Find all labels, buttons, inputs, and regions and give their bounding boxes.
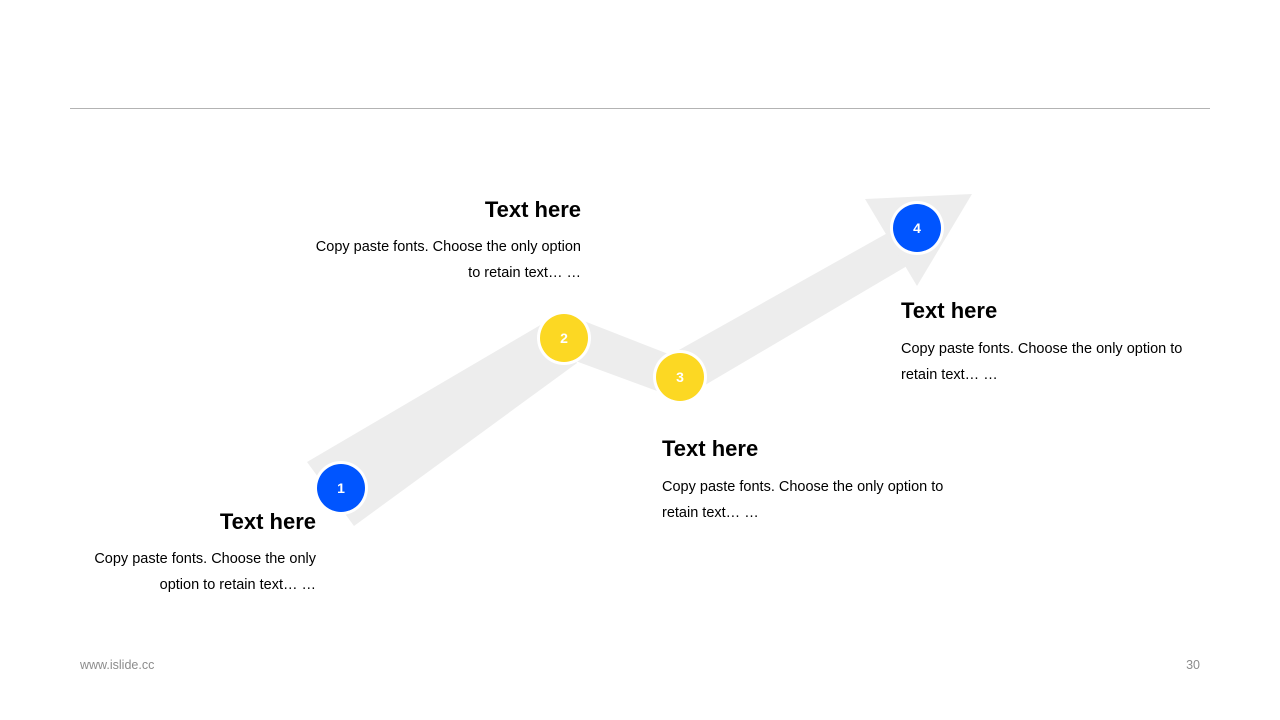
step-3-description: Copy paste fonts. Choose the only option…	[662, 479, 944, 521]
step-number-3: 3	[676, 369, 684, 385]
step-4-title: Text here	[901, 298, 998, 323]
step-2-title: Text here	[484, 197, 581, 222]
step-number-2: 2	[560, 330, 568, 346]
step-number-1: 1	[337, 480, 345, 496]
step-2-description: Copy paste fonts. Choose the only option…	[315, 239, 581, 281]
arrow-segment-1-2	[307, 320, 577, 526]
step-1-title: Text here	[219, 509, 316, 534]
footer-page-number: 30	[1186, 658, 1200, 672]
step-4-description: Copy paste fonts. Choose the only option…	[901, 341, 1183, 383]
step-number-4: 4	[913, 220, 921, 236]
step-marker-1: 1	[314, 461, 368, 515]
step-marker-4: 4	[890, 201, 944, 255]
footer-website: www.islide.cc	[80, 658, 155, 672]
top-divider-line	[70, 108, 1210, 109]
arrow-segment-3-4	[670, 226, 929, 388]
step-3-title: Text here	[662, 436, 759, 461]
step-marker-2: 2	[537, 311, 591, 365]
step-1-description: Copy paste fonts. Choose the only option…	[94, 551, 316, 593]
step-marker-3: 3	[653, 350, 707, 404]
